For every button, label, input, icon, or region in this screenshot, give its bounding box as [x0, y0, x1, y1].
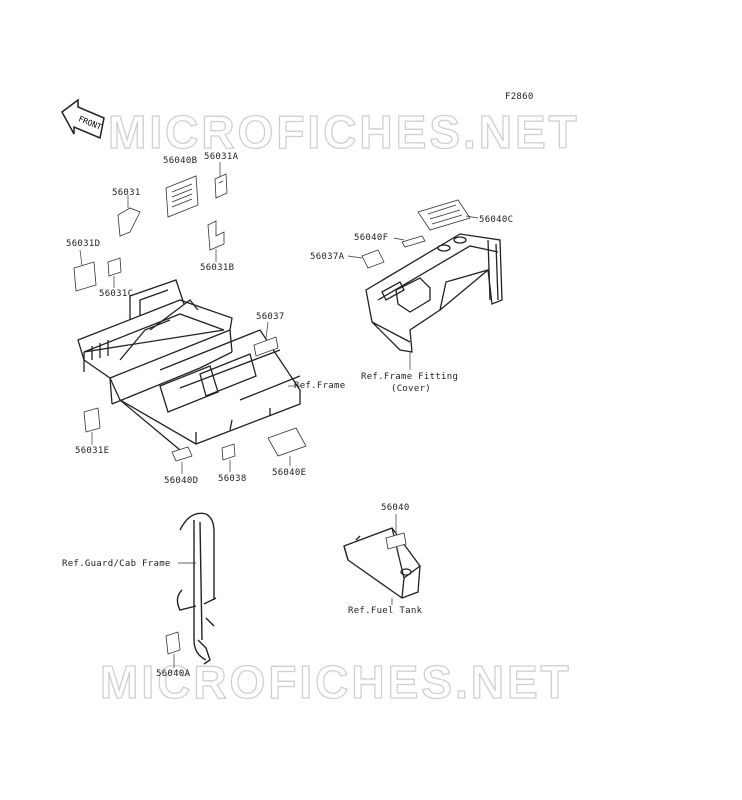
decal-56031e	[83, 407, 101, 433]
part-56040f-label[interactable]: 56040F	[354, 233, 389, 243]
ref-frame-fitting-label[interactable]: Ref.Frame Fitting	[361, 372, 459, 382]
decal-56040a	[165, 631, 181, 655]
part-56031e-label[interactable]: 56031E	[75, 446, 110, 456]
decal-56040e	[267, 427, 307, 457]
watermark-top: MICROFICHES.NET	[107, 105, 580, 158]
decal-56031c	[107, 257, 122, 277]
decal-56031a	[214, 173, 228, 199]
part-56031a-label[interactable]: 56031A	[204, 152, 239, 162]
part-56037-label[interactable]: 56037	[256, 312, 285, 322]
part-56031-label[interactable]: 56031	[112, 188, 141, 198]
part-56040a-label[interactable]: 56040A	[156, 669, 191, 679]
decal-56040b	[165, 175, 199, 218]
part-56031b-label[interactable]: 56031B	[200, 263, 235, 273]
part-56040b-label[interactable]: 56040B	[163, 156, 198, 166]
decal-56040	[385, 532, 407, 550]
decal-56031	[117, 207, 141, 237]
part-56037a-label[interactable]: 56037A	[310, 252, 345, 262]
decal-56031b	[207, 220, 225, 251]
ref-fuel-tank-label[interactable]: Ref.Fuel Tank	[348, 606, 423, 616]
watermark-bottom: MICROFICHES.NET	[99, 655, 572, 708]
part-56031d-label[interactable]: 56031D	[66, 239, 101, 249]
part-56040-label[interactable]: 56040	[381, 503, 410, 513]
part-56040c-label[interactable]: 56040C	[479, 215, 514, 225]
ref-cover-label: (Cover)	[391, 384, 432, 394]
decal-56037a	[361, 249, 385, 269]
fuel-tank	[343, 527, 421, 599]
decal-56040c	[417, 199, 471, 231]
decal-56031d	[73, 261, 97, 292]
ref-guard-cab-frame-label[interactable]: Ref.Guard/Cab Frame	[62, 559, 171, 569]
decal-56040d	[171, 446, 193, 462]
part-56040e-label[interactable]: 56040E	[272, 468, 307, 478]
part-56031c-label[interactable]: 56031C	[99, 289, 134, 299]
front-arrow-icon	[61, 98, 105, 140]
decal-56037	[253, 336, 279, 357]
decal-56040f	[401, 235, 426, 248]
part-56038-label[interactable]: 56038	[218, 474, 247, 484]
vehicle-frame	[77, 279, 301, 451]
part-56040d-label[interactable]: 56040D	[164, 476, 199, 486]
figure-code: F2860	[505, 92, 534, 102]
guard-cab-frame	[176, 512, 217, 665]
ref-frame-label[interactable]: Ref.Frame	[294, 381, 346, 391]
frame-fitting-cover	[365, 233, 503, 353]
decal-56038	[221, 443, 236, 461]
